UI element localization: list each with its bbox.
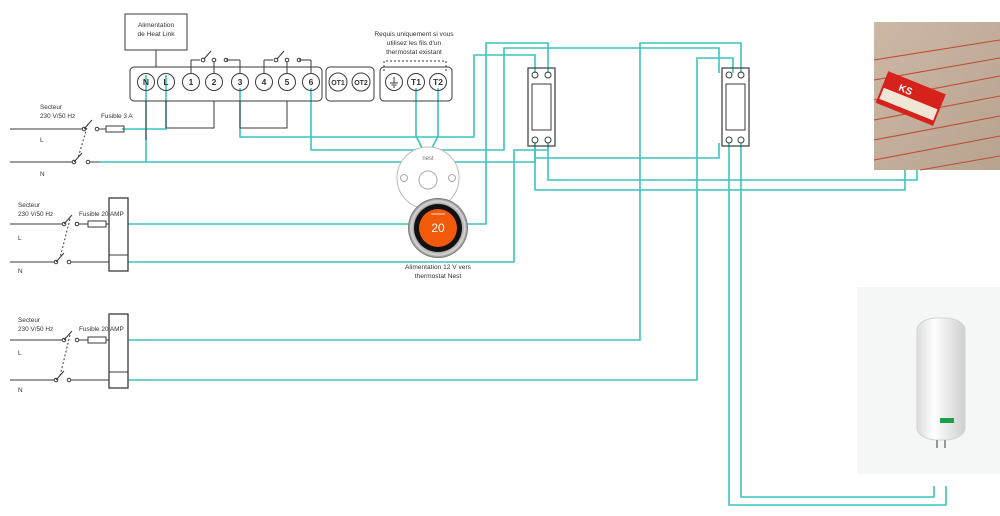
terminal-4: 4: [255, 73, 273, 91]
wire-terminal6-relay2: [310, 47, 720, 151]
contactor-1: [108, 197, 129, 272]
nest-thermostat: 20 Alimentation 12 V vers thermostat Nes…: [405, 198, 472, 280]
wire-supply3-live: [128, 42, 742, 341]
nest-base: nest: [396, 146, 460, 210]
svg-text:4: 4: [262, 77, 267, 87]
wire-terminal3-relay1: [239, 54, 536, 138]
wire-supply2-neutral: [128, 143, 549, 263]
svg-text:OT1: OT1: [331, 80, 345, 87]
svg-text:N: N: [18, 268, 23, 275]
wire-neutral-relay2: [535, 143, 720, 159]
svg-text:230 V/50 Hz: 230 V/50 Hz: [18, 211, 53, 218]
wire-relay2-out-a: [728, 143, 947, 506]
heatlink-power-label-1: Alimentation: [138, 22, 175, 29]
terminal-ground: [385, 73, 403, 91]
terminal-t2: T2: [429, 73, 447, 91]
heating-box: KS: [875, 71, 946, 126]
svg-text:OT2: OT2: [354, 80, 368, 87]
note-line-1: Requis uniquement si vous: [374, 31, 454, 38]
terminal-6: 6: [302, 73, 320, 91]
svg-text:L: L: [18, 350, 22, 357]
wire-t2-base: [429, 88, 439, 153]
wire-supply3-neutral: [128, 57, 734, 381]
relay-2: [721, 67, 750, 147]
svg-text:KS: KS: [897, 83, 914, 99]
wire-relay1-out-a: [534, 143, 906, 191]
terminal-ot2: OT2: [351, 72, 371, 92]
wires: [100, 42, 947, 506]
wire-supply1-live: [122, 75, 167, 130]
svg-text:5: 5: [285, 77, 290, 87]
wire-relay2-out-b: [740, 143, 935, 498]
svg-text:L: L: [163, 77, 168, 87]
svg-text:T2: T2: [433, 77, 443, 87]
svg-text:230 V/50 Hz: 230 V/50 Hz: [18, 326, 53, 333]
svg-text:nest: nest: [422, 156, 434, 162]
terminal-ot1: OT1: [328, 72, 348, 92]
nest-caption-1: Alimentation 12 V vers: [405, 264, 472, 271]
underfloor-heating-image: KS: [873, 22, 1000, 171]
svg-text:1: 1: [189, 77, 194, 87]
terminal-1: 1: [182, 73, 200, 91]
note-line-3: thermostat existant: [386, 49, 442, 56]
terminal-3: 3: [231, 73, 249, 91]
terminal-strip-main: N L 1 2 3 4 5 6: [137, 73, 320, 91]
svg-text:Secteur: Secteur: [18, 202, 41, 209]
svg-text:N: N: [18, 387, 23, 394]
fuse-3-label: Fusible 20 AMP: [79, 326, 124, 333]
water-heater-image: [857, 287, 1000, 474]
terminal-l: L: [157, 73, 175, 91]
relay-contact-2: [263, 50, 312, 73]
wire-relay1-out-b: [547, 143, 918, 181]
svg-text:230 V/50 Hz: 230 V/50 Hz: [40, 113, 75, 120]
svg-text:Secteur: Secteur: [40, 104, 63, 111]
svg-text:L: L: [18, 235, 22, 242]
svg-text:2: 2: [212, 77, 217, 87]
svg-text:6: 6: [309, 77, 314, 87]
mains-supply-2: Secteur 230 V/50 Hz L N Fusible 20 AMP: [10, 197, 129, 275]
svg-text:N: N: [143, 77, 149, 87]
relay-contact-1: [190, 50, 241, 73]
nest-caption-2: thermostat Nest: [415, 273, 462, 280]
fuse-2-label: Fusible 20 AMP: [79, 211, 124, 218]
svg-text:T1: T1: [411, 77, 421, 87]
mains-supply-1: Secteur 230 V/50 Hz L N Fusible 3 A: [10, 104, 133, 178]
svg-text:Secteur: Secteur: [18, 317, 41, 324]
note-line-2: utilisez les fils d'un: [387, 40, 442, 47]
nest-display-value: 20: [431, 221, 445, 235]
relay-1: [527, 67, 556, 147]
heat-link: Alimentation de Heat Link N L 1 2 3 4 5 …: [124, 13, 454, 140]
svg-text:N: N: [40, 171, 45, 178]
fuse-1-label: Fusible 3 A: [101, 113, 133, 120]
terminal-t1: T1: [407, 73, 425, 91]
svg-text:L: L: [40, 137, 44, 144]
contactor-2: [108, 313, 129, 389]
mains-supply-3: Secteur 230 V/50 Hz L N Fusible 20 AMP: [10, 313, 129, 394]
wire-neutral-trunk: [146, 143, 536, 163]
wire-supply2-live: [128, 42, 549, 225]
terminal-5: 5: [278, 73, 296, 91]
heatlink-power-label-2: de Heat Link: [137, 31, 175, 38]
wire-t1-base: [415, 88, 425, 153]
terminal-2: 2: [205, 73, 223, 91]
svg-text:3: 3: [238, 77, 243, 87]
terminal-n: N: [137, 73, 155, 91]
